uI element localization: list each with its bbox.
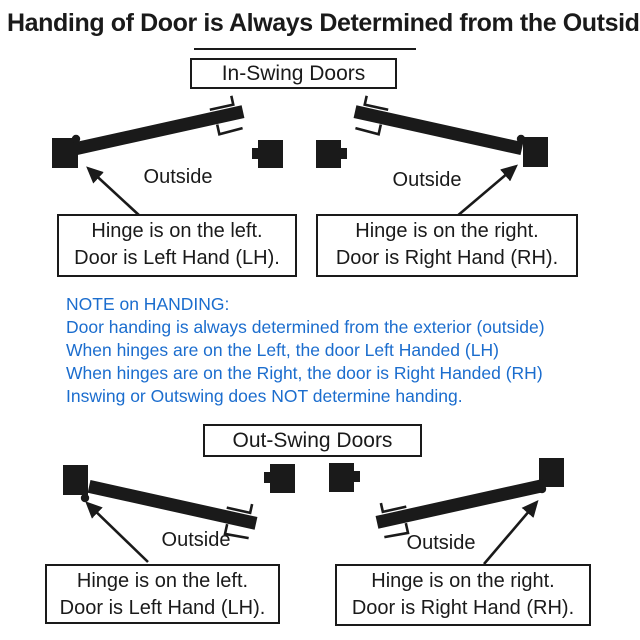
- hinge-pin-icon: [516, 134, 526, 144]
- strike-notch-icon: [340, 148, 347, 159]
- in-swing-left-door-assembly: [52, 92, 283, 218]
- hinge-arrow-icon: [85, 501, 149, 563]
- caption-line: Door is Right Hand (RH).: [335, 247, 559, 269]
- note-line: Inswing or Outswing does NOT determine h…: [66, 386, 463, 406]
- door-slab-icon: [371, 466, 549, 541]
- hinge-arrow-icon: [455, 164, 518, 218]
- caption-line: Door is Right Hand (RH).: [351, 597, 575, 619]
- strike-jamb-icon: [316, 140, 341, 168]
- caption-line: Door is Left Hand (LH).: [74, 247, 280, 269]
- title-underline: [194, 48, 416, 50]
- hinge-jamb-icon: [52, 138, 78, 168]
- outside-label: Outside: [143, 166, 213, 188]
- strike-jamb-icon: [258, 140, 283, 168]
- door-slab-icon: [70, 92, 248, 167]
- strike-jamb-icon: [270, 464, 295, 493]
- strike-notch-icon: [353, 471, 360, 482]
- page-title: Handing of Door is Always Determined fro…: [7, 9, 640, 37]
- caption-out-swing-right: Hinge is on the right. Door is Right Han…: [335, 564, 591, 626]
- note-line: When hinges are on the Right, the door i…: [66, 363, 543, 383]
- outside-label: Outside: [406, 532, 476, 554]
- outside-label: Outside: [161, 529, 231, 551]
- handing-note: NOTE on HANDING: Door handing is always …: [66, 293, 606, 408]
- hinge-arrow-icon: [86, 166, 142, 218]
- caption-line: Hinge is on the left.: [91, 220, 263, 242]
- strike-notch-icon: [252, 148, 259, 159]
- caption-out-swing-left: Hinge is on the left. Door is Left Hand …: [45, 564, 280, 624]
- caption-line: Hinge is on the right.: [371, 570, 555, 592]
- in-swing-right-door-assembly: [316, 92, 548, 218]
- out-swing-right-door-assembly: [329, 458, 564, 565]
- in-swing-header: In-Swing Doors: [190, 58, 397, 89]
- caption-in-swing-right: Hinge is on the right. Door is Right Han…: [316, 214, 578, 277]
- strike-jamb-icon: [329, 463, 354, 492]
- strike-notch-icon: [264, 472, 271, 483]
- caption-in-swing-left: Hinge is on the left. Door is Left Hand …: [57, 214, 297, 277]
- outside-label: Outside: [392, 169, 462, 191]
- note-line: Door handing is always determined from t…: [66, 317, 545, 337]
- caption-line: Door is Left Hand (LH).: [59, 597, 266, 619]
- hinge-jamb-icon: [63, 465, 88, 495]
- hinge-jamb-icon: [523, 137, 548, 167]
- out-swing-left-door-assembly: [63, 464, 295, 563]
- note-line: NOTE on HANDING:: [66, 294, 230, 314]
- hinge-pin-icon: [80, 493, 90, 503]
- caption-line: Hinge is on the right.: [355, 220, 539, 242]
- note-line: When hinges are on the Left, the door Le…: [66, 340, 499, 360]
- out-swing-header: Out-Swing Doors: [203, 424, 422, 457]
- caption-line: Hinge is on the left.: [76, 570, 249, 592]
- hinge-pin-icon: [71, 134, 81, 144]
- door-slab-icon: [350, 92, 528, 167]
- hinge-arrow-icon: [483, 500, 539, 565]
